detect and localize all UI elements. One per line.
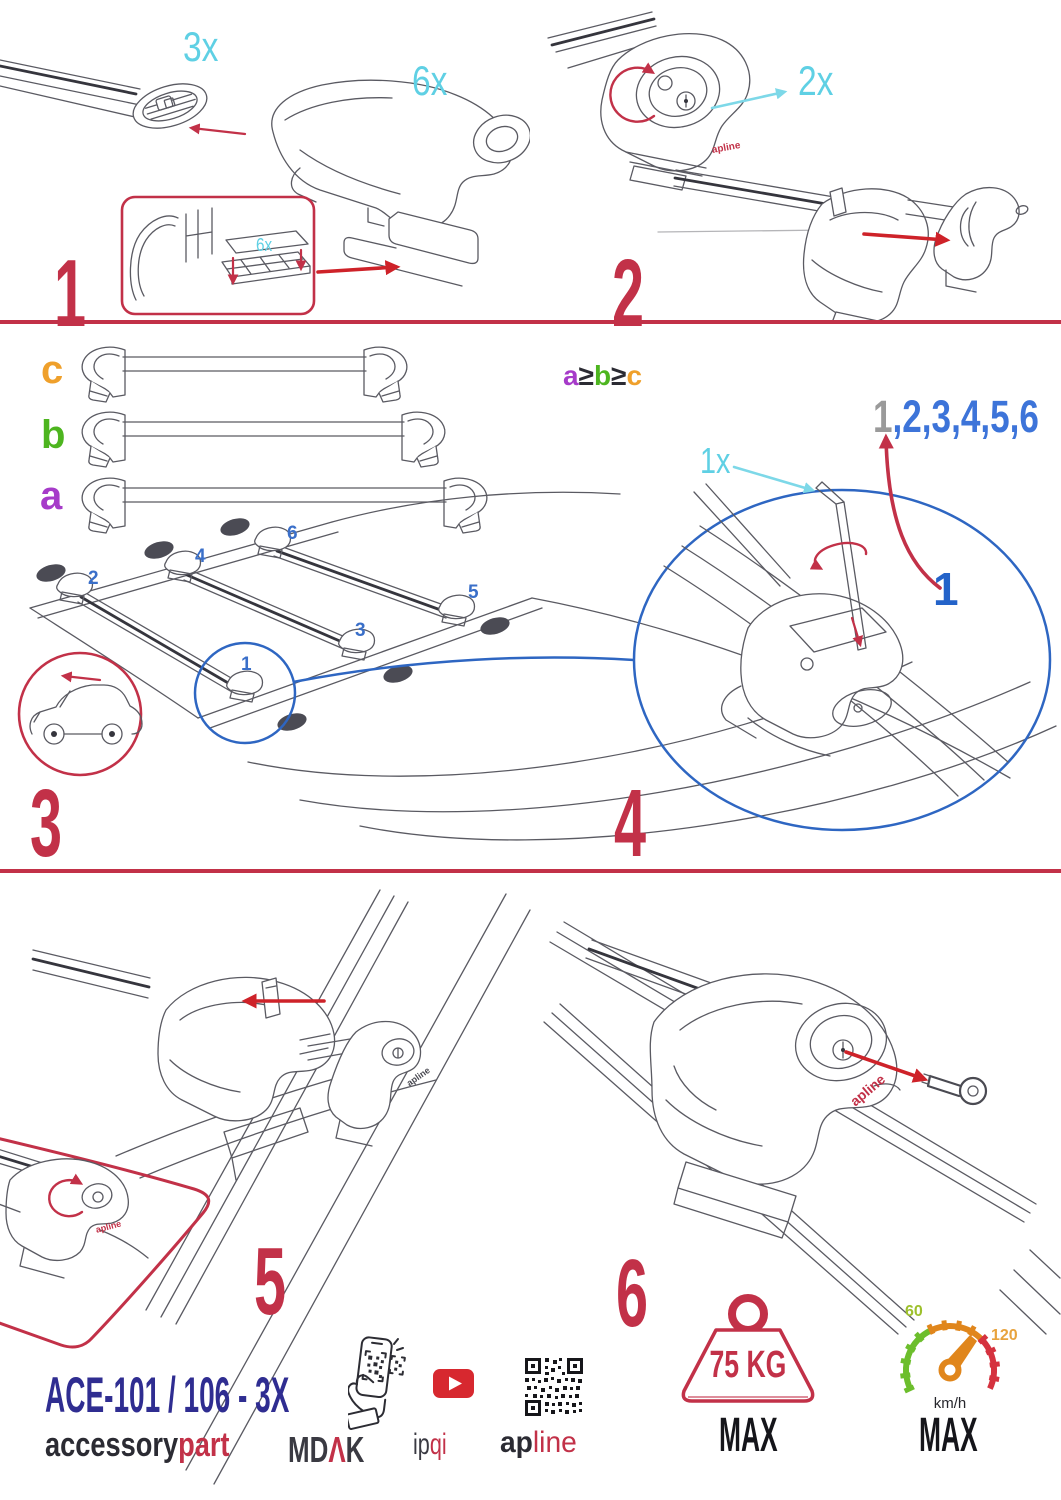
step5-number: 5 (254, 1228, 287, 1335)
model-code: ACE-101 / 106 - 3X (45, 1367, 290, 1423)
speed-high-tick-label: 120 (991, 1327, 1018, 1344)
mdak-logo: MDΛK (288, 1429, 365, 1470)
step2-number: 2 (612, 240, 645, 347)
bar-size-c-label: c (41, 348, 64, 392)
step3-number: 3 (30, 770, 63, 877)
pad-inset-detail (120, 195, 316, 316)
bar-end-section (132, 83, 208, 129)
tool-qty-arrow (732, 465, 816, 494)
max-weight-icon (681, 1294, 815, 1403)
step5-illustration (0, 889, 531, 1485)
max-weight-value: 75 KG (709, 1344, 787, 1386)
step6-number: 6 (616, 1240, 649, 1347)
step3-step4-illustration (17, 346, 1057, 841)
tightening-magnified-view (632, 433, 1052, 832)
step1-number: 1 (54, 240, 87, 347)
rotate-key-arrow (809, 541, 868, 570)
foot-lock-drawing (547, 11, 788, 191)
magnify-leader-line (292, 656, 635, 684)
step4-number: 4 (614, 770, 647, 877)
section-divider-2 (0, 869, 1061, 873)
pad-qty-label: 6x (256, 235, 273, 255)
bar-size-a-label: a (40, 474, 63, 518)
bar-b-assembly (81, 411, 446, 468)
insert-arrow (188, 123, 247, 136)
position-3-label: 3 (355, 620, 366, 641)
cover-slide-drawing (31, 949, 422, 1147)
qr-code (525, 1358, 583, 1416)
roof-rails-drawing (115, 889, 531, 1485)
position-5-label: 5 (468, 582, 479, 603)
endcap-assembly-drawing (657, 169, 1029, 322)
size-rule-label: a≥b≥c (563, 360, 643, 391)
position-callout-label: 1 (933, 563, 959, 615)
step6-illustration (543, 921, 1061, 1335)
accessorypart-logo: accessorypart (45, 1426, 230, 1464)
roof-bar-drawing (0, 59, 247, 136)
slide-cap-arrow (862, 231, 951, 247)
position-2-label: 2 (88, 568, 99, 589)
knob-qty-label: 2x (798, 57, 834, 104)
repeat-sequence-arrow (878, 433, 942, 590)
tighten-down-arrow (850, 616, 863, 648)
step1-illustration (0, 59, 530, 316)
max-speed-label: MAX (919, 1409, 978, 1462)
position-6-label: 6 (287, 523, 298, 544)
key-icon (921, 1073, 988, 1106)
lock-inset-detail (0, 1137, 211, 1349)
bar-qty-label: 3x (183, 23, 219, 70)
youtube-icon (433, 1369, 474, 1398)
bar-c-assembly (81, 346, 408, 403)
car-direction-inset (17, 651, 143, 777)
apline-logo: apline (500, 1426, 577, 1459)
section-divider-1 (0, 320, 1061, 324)
position-4-label: 4 (195, 546, 206, 567)
allen-key-icon (815, 481, 867, 651)
rail-pads (36, 518, 510, 731)
bar-size-b-label: b (41, 413, 66, 457)
max-speed-gauge-icon (900, 1320, 1000, 1394)
qty-callout-arrow (710, 88, 788, 110)
roof-feet (56, 526, 476, 703)
foot-qty-label: 6x (412, 57, 448, 104)
tightening-sequence-label: 1,2,3,4,5,6 (873, 391, 1039, 442)
rotate-lock-arrow-inset (48, 1173, 84, 1218)
key-insert-arrow (844, 1050, 929, 1083)
tool-qty-label: 1x (700, 440, 731, 481)
rotate-lock-arrow (609, 62, 656, 123)
position1-highlight-circle (193, 641, 297, 745)
scan-phone-icon (348, 1336, 406, 1430)
step2-illustration (547, 11, 1029, 322)
attach-arrow (316, 260, 401, 276)
max-weight-label: MAX (718, 1409, 778, 1462)
bar-a-assembly (81, 477, 488, 534)
speed-unit-label: km/h (933, 1395, 967, 1412)
position-1-label: 1 (241, 654, 252, 675)
key-lock-drawing (585, 939, 988, 1239)
ipqi-logo: ipqi (413, 1428, 447, 1461)
foot-tower-drawing (271, 79, 530, 287)
speed-low-tick-label: 60 (905, 1303, 923, 1320)
